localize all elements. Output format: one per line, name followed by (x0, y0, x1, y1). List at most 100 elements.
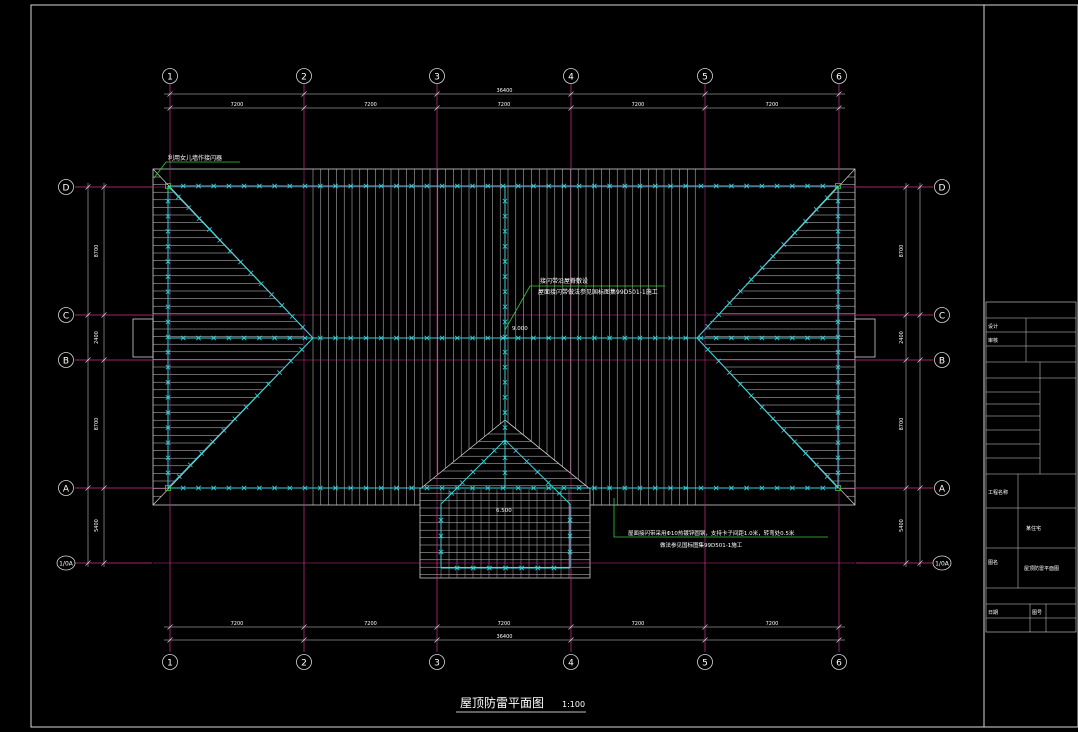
lightning-support-mark (502, 243, 508, 249)
title-block: 设计 审核 工程名称 某住宅 图名 屋顶防雷平面图 日期 图号 (985, 301, 1077, 633)
axis-bubble (563, 68, 579, 84)
lightning-support-mark (835, 379, 841, 385)
lightning-protection-network (165, 183, 841, 571)
dim-bay-bottom: 7200 (766, 621, 779, 627)
lightning-support-mark (165, 289, 171, 295)
dimension-tick (434, 105, 440, 111)
axis-bubble (58, 352, 74, 368)
dimension-tick (836, 624, 842, 630)
lightning-support-mark (519, 565, 525, 571)
lightning-support-mark (165, 304, 171, 310)
lightning-support-mark (748, 393, 754, 399)
lightning-support-mark (438, 517, 444, 523)
lightning-support-mark (716, 312, 722, 318)
lightning-support-mark (333, 485, 338, 491)
lightning-support-mark (503, 565, 508, 571)
lightning-support-mark (409, 335, 415, 341)
dim-overall-bottom: 36400 (497, 634, 513, 640)
tb-check-label: 审核 (988, 337, 998, 344)
lightning-support-mark (531, 335, 536, 341)
lightning-support-mark (607, 485, 613, 491)
lightning-support-mark (454, 565, 460, 571)
dimension-tick (101, 357, 107, 363)
axis-bubble (697, 654, 713, 670)
dimension-tick (702, 637, 708, 643)
dim-bay-top: 7200 (231, 102, 244, 108)
lightning-support-mark (502, 379, 508, 385)
axis-label-vertical: 4 (568, 659, 574, 669)
dimension-tick (85, 312, 91, 318)
lightning-support-mark (165, 259, 171, 264)
lightning-support-mark (824, 195, 830, 201)
lightning-support-mark (254, 393, 260, 399)
lightning-support-mark (226, 485, 232, 491)
lightning-support-mark (165, 425, 171, 431)
lightning-support-mark (546, 183, 552, 189)
lightning-support-mark (165, 334, 171, 340)
lightning-support-mark (363, 485, 369, 491)
lightning-support-mark (211, 485, 217, 491)
lightning-support-mark (835, 425, 841, 431)
lightning-support-mark (531, 183, 536, 189)
lightning-support-mark (502, 198, 508, 204)
lightning-support-mark (165, 274, 171, 280)
lightning-support-mark (199, 450, 204, 456)
tb-project-label: 工程名称 (988, 489, 1008, 496)
lightning-support-mark (551, 565, 557, 571)
lightning-support-mark (567, 549, 573, 555)
lightning-support-mark (502, 289, 508, 295)
tb-sheet-value: 屋顶防雷平面图 (1024, 565, 1059, 572)
lightning-support-mark (705, 323, 711, 329)
lightning-support-mark (196, 485, 201, 491)
lightning-support-mark (287, 183, 293, 189)
lightning-support-mark (774, 485, 780, 491)
dimension-lines: 3640036400720072007200720072007200720072… (85, 88, 923, 643)
down-conductor-point (835, 485, 841, 491)
dimension-tick (836, 91, 842, 97)
lightning-support-mark (820, 485, 826, 491)
lightning-support-mark (165, 455, 171, 461)
lightning-support-mark (502, 213, 508, 219)
lightning-support-mark (727, 370, 732, 376)
lightning-support-mark (502, 394, 508, 400)
lightning-support-mark (567, 533, 573, 539)
lightning-support-mark (781, 242, 787, 247)
dimension-tick (917, 184, 923, 190)
lightning-support-mark (770, 253, 776, 259)
axis-label-vertical: 4 (568, 73, 574, 83)
gable-right (854, 318, 876, 358)
lightning-support-mark (470, 335, 475, 341)
lightning-support-mark (378, 335, 384, 341)
axis-bubble (429, 654, 445, 670)
dimension-tick (917, 357, 923, 363)
dimension-tick (903, 560, 909, 566)
dimension-tick (702, 91, 708, 97)
lightning-support-mark (556, 490, 562, 496)
axis-bubble (296, 68, 312, 84)
axis-bubble (56, 555, 76, 571)
lightning-support-mark (515, 485, 521, 491)
axis-label-horizontal: B (63, 357, 69, 367)
lightning-support-mark (545, 480, 551, 486)
lightning-support-mark (438, 533, 444, 539)
dimension-tick (101, 485, 107, 491)
axis-label-horizontal: A (939, 485, 946, 495)
lightning-support-mark (317, 485, 323, 491)
lightning-support-mark (226, 183, 232, 189)
lightning-support-mark (792, 230, 798, 236)
lightning-support-mark (698, 335, 704, 341)
lightning-support-mark (744, 335, 750, 341)
lightning-support-mark (683, 183, 689, 189)
dim-bay-top: 7200 (364, 102, 377, 108)
lightning-support-mark (424, 183, 430, 189)
lightning-support-mark (502, 349, 508, 355)
lightning-support-mark (668, 335, 673, 341)
lightning-support-mark (241, 485, 247, 491)
lightning-support-mark (759, 335, 765, 341)
axis-label-horizontal: C (63, 312, 69, 322)
lightning-support-mark (256, 335, 262, 341)
tb-sheet-label: 图名 (988, 559, 998, 566)
dim-overall-top: 36400 (497, 88, 513, 94)
lightning-support-mark (789, 485, 795, 491)
